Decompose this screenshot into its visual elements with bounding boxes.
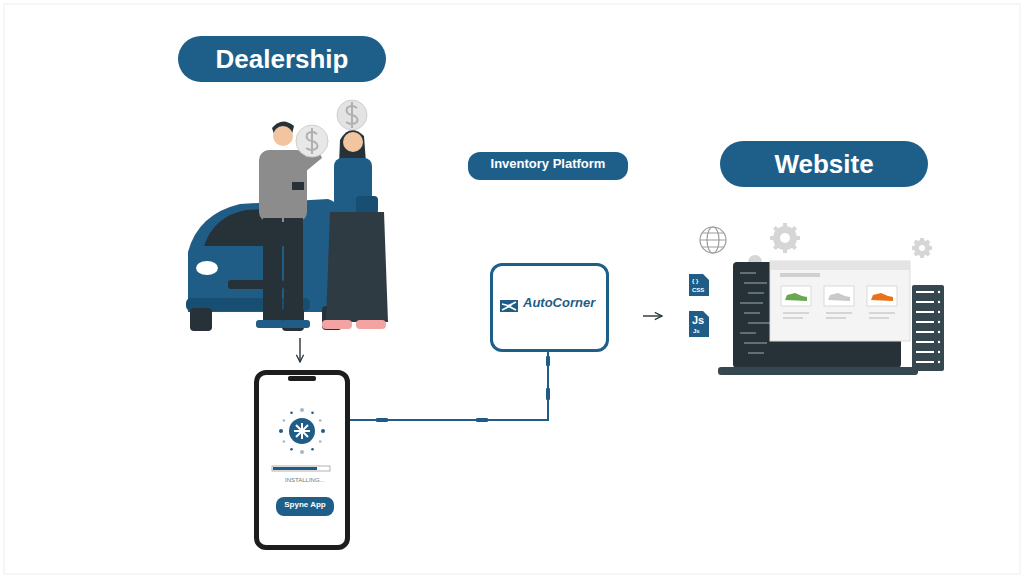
laptop	[718, 262, 918, 375]
file-label: { }	[692, 278, 698, 284]
car	[186, 199, 347, 331]
wire-joint	[376, 356, 550, 422]
browser-window	[770, 261, 910, 341]
platform-box: AutoCorner	[490, 263, 609, 352]
dealership-group: Dealership	[178, 36, 395, 334]
file-label: Js	[692, 314, 704, 326]
customer	[322, 130, 388, 329]
logo-mark	[500, 300, 518, 312]
node-text: Inventory Platform	[468, 152, 628, 176]
phone: INSTALLING... Spyne App	[254, 370, 350, 550]
platform-pill: Inventory Platform	[468, 152, 628, 180]
node-text: Spyne App	[276, 497, 334, 512]
file-label: CSS	[692, 287, 704, 293]
server-rack	[912, 285, 944, 371]
app-button: Spyne App	[276, 497, 334, 516]
phone-illustration	[256, 372, 348, 548]
node-text: Dealership	[178, 36, 386, 82]
flow-arrow	[643, 315, 662, 316]
globe-icon	[700, 227, 726, 253]
data-wire	[350, 352, 548, 420]
node-text: AutoCorner	[493, 266, 606, 310]
coin	[296, 100, 367, 157]
node-text: INSTALLING...	[285, 477, 325, 483]
node-text: Website	[720, 141, 928, 187]
gear-icon	[748, 226, 930, 269]
website-group: Website	[690, 141, 950, 381]
file-icon	[689, 274, 709, 337]
frame	[4, 4, 1020, 574]
salesman	[256, 121, 322, 328]
file-label: Js	[693, 328, 700, 334]
flow-arrow	[299, 338, 300, 362]
